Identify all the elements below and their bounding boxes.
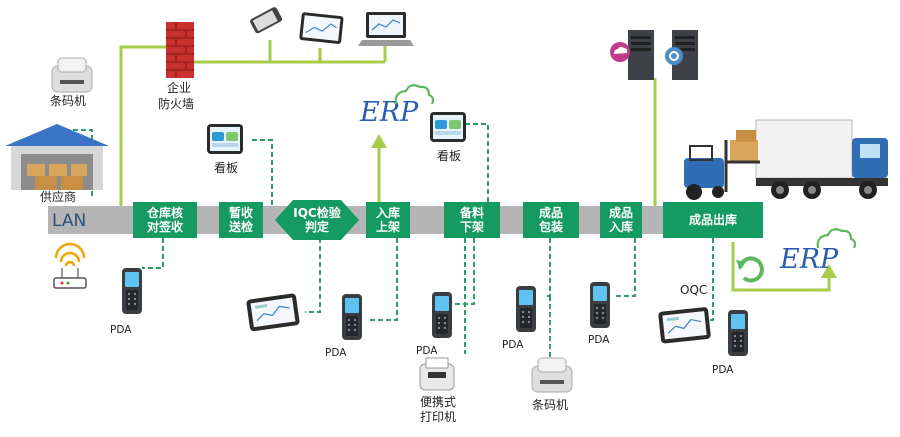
- process-step-box-8: [663, 202, 763, 238]
- cloud-server-icon: [610, 42, 630, 62]
- process-step-7-label-1: 成品: [609, 205, 633, 220]
- process-step-2-label-1: 暂收: [229, 205, 253, 220]
- pda-label-6: PDA: [712, 364, 734, 376]
- process-step-box-5: [444, 202, 500, 238]
- pda-label-3: PDA: [416, 345, 438, 357]
- process-step-8-label-1: 成品出库: [689, 212, 737, 227]
- kanban-label-2: 看板: [437, 149, 461, 163]
- tablet-icon-top: [299, 12, 344, 44]
- truck-icon: [755, 119, 888, 199]
- process-step-5-label-2: 下架: [460, 219, 484, 234]
- oqc-label: OQC: [680, 283, 707, 297]
- smartphone-icon: [250, 7, 283, 34]
- portable-printer-label-line1: 便携式: [420, 394, 456, 409]
- pda-label-5: PDA: [588, 334, 610, 346]
- kanban-screen-icon-2: [430, 112, 466, 142]
- process-step-1-label-1: 仓库核: [146, 205, 183, 220]
- process-step-3-label-1: IQC检验: [293, 205, 341, 220]
- barcode-printer-label-bottom: 条码机: [532, 398, 568, 412]
- barcode-printer-icon-bottom: [531, 357, 573, 393]
- pda-icon-3: [432, 292, 452, 338]
- firewall-label-line2: 防火墙: [158, 96, 194, 111]
- process-step-box-6: [523, 202, 579, 238]
- erp-label-right: ERP: [779, 244, 839, 275]
- pda-label-1: PDA: [110, 324, 132, 336]
- gear-server-icon: [665, 47, 683, 65]
- pda-icon-1: [122, 268, 142, 314]
- process-step-5-label-1: 备料: [459, 205, 484, 220]
- process-step-6-label-1: 成品: [539, 205, 563, 220]
- portable-printer-icon: [419, 357, 455, 391]
- firewall-label-line1: 企业: [167, 80, 191, 95]
- firewall-icon: [166, 22, 194, 78]
- barcode-printer-label-top: 条码机: [50, 94, 86, 108]
- server-icon-1: [628, 30, 654, 80]
- cloud-icon-right: [816, 228, 857, 249]
- supplier-label: 供应商: [40, 189, 76, 204]
- process-step-6-label-2: 包装: [538, 219, 563, 234]
- pda-icon-2: [342, 294, 362, 340]
- network-lines: [119, 40, 831, 292]
- kanban-label-1: 看板: [214, 161, 238, 175]
- kanban-screen-icon-1: [207, 124, 243, 154]
- pda-icon-6: [728, 310, 748, 356]
- process-step-box-3: [275, 200, 359, 240]
- process-step-4-label-2: 上架: [376, 219, 400, 234]
- warehouse-icon: [5, 124, 109, 190]
- process-step-8: 成品出库: [663, 202, 763, 238]
- laptop-icon: [358, 12, 414, 46]
- cloud-icon-top: [394, 84, 435, 105]
- barcode-printer-icon-top: [51, 57, 93, 93]
- process-step-3-label-2: 判定: [305, 219, 329, 234]
- pda-icon-5: [590, 282, 610, 328]
- process-step-1-label-2: 对签收: [147, 219, 183, 234]
- erp-label-top: ERP: [359, 97, 419, 128]
- dashed-connectors: [70, 123, 714, 360]
- wifi-router-icon: [53, 242, 87, 289]
- erp-arrow-head: [371, 134, 387, 148]
- lan-label: LAN: [52, 211, 86, 231]
- pda-label-4: PDA: [502, 339, 524, 351]
- process-step-box-7: [600, 202, 642, 238]
- sync-icon: [736, 256, 764, 283]
- process-steps: 仓库核对签收暂收送检IQC检验判定入库上架备料下架成品包装成品入库成品出库: [133, 200, 763, 240]
- erp-right-arrow-head: [821, 264, 837, 278]
- forklift-icon: [684, 130, 760, 200]
- pda-icon-4: [516, 286, 536, 332]
- process-step-4-label-1: 入库: [376, 205, 400, 220]
- pda-label-2: PDA: [325, 347, 347, 359]
- process-step-7-label-2: 入库: [609, 219, 633, 234]
- process-step-box-1: [133, 202, 197, 238]
- process-step-2-label-2: 送检: [228, 219, 253, 234]
- portable-printer-label-line2: 打印机: [420, 410, 456, 424]
- tablet-icon-1: [245, 292, 301, 333]
- process-step-box-2: [219, 202, 263, 238]
- process-step-box-4: [366, 202, 410, 238]
- tablet-icon-2: [657, 306, 712, 345]
